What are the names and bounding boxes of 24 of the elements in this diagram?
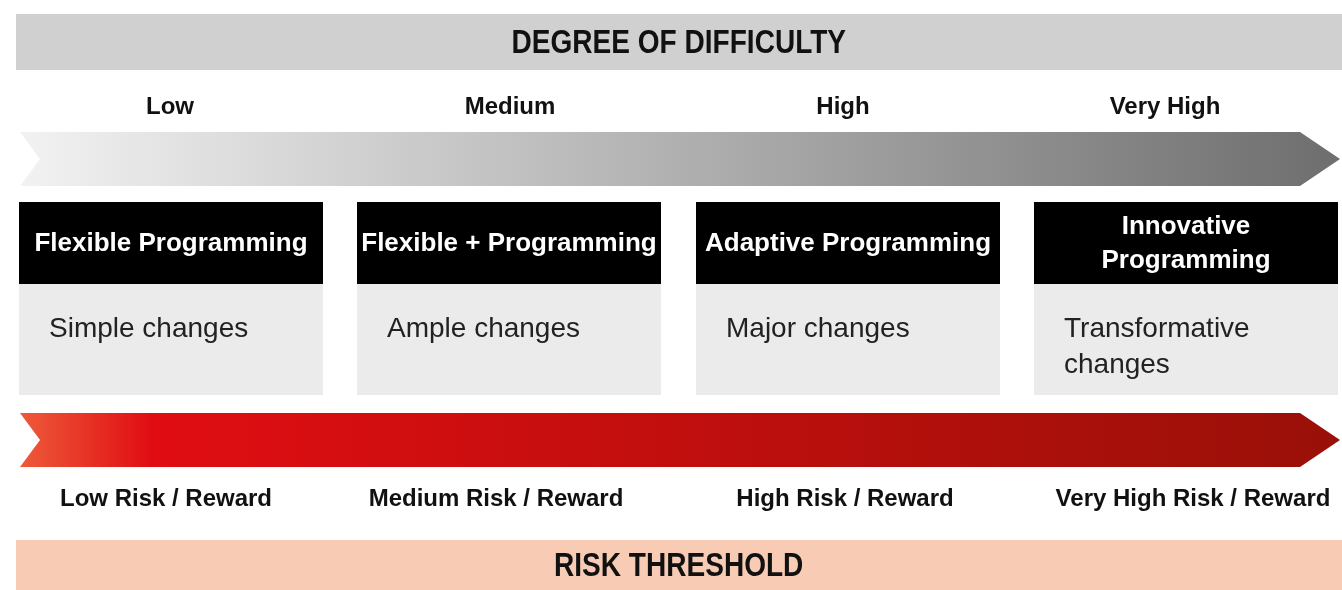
banner [16, 14, 1342, 70]
card-header: Flexible Programming [19, 202, 323, 284]
card-text: Ample changes [387, 311, 581, 345]
card-text: Major changes [726, 311, 911, 345]
card-header: Adaptive Programming [696, 202, 1000, 284]
card-header: Innovative Programming [1034, 202, 1338, 284]
card-header: Flexible + Programming [357, 202, 661, 284]
banner-title: DEGREE OF DIFFICULTY [511, 23, 847, 61]
card-background [696, 202, 1000, 395]
card-text: Transformative changes [1064, 311, 1251, 382]
difficulty-level-label: Medium [464, 92, 556, 120]
difficulty-level-label: Very High [1109, 92, 1221, 120]
difficulty-level-label: High [816, 92, 870, 120]
card-background [1034, 202, 1338, 395]
card-background [357, 202, 661, 395]
risk-level-label: High Risk / Reward [736, 484, 954, 512]
banner-title: RISK THRESHOLD [554, 546, 804, 584]
risk-level-label: Very High Risk / Reward [1055, 484, 1331, 512]
difficulty-level-label: Low [146, 92, 194, 120]
risk-level-label: Low Risk / Reward [59, 484, 273, 512]
card-background [19, 202, 323, 395]
card-text: Simple changes [49, 311, 250, 345]
risk-level-label: Medium Risk / Reward [368, 484, 624, 512]
banner [16, 540, 1342, 590]
